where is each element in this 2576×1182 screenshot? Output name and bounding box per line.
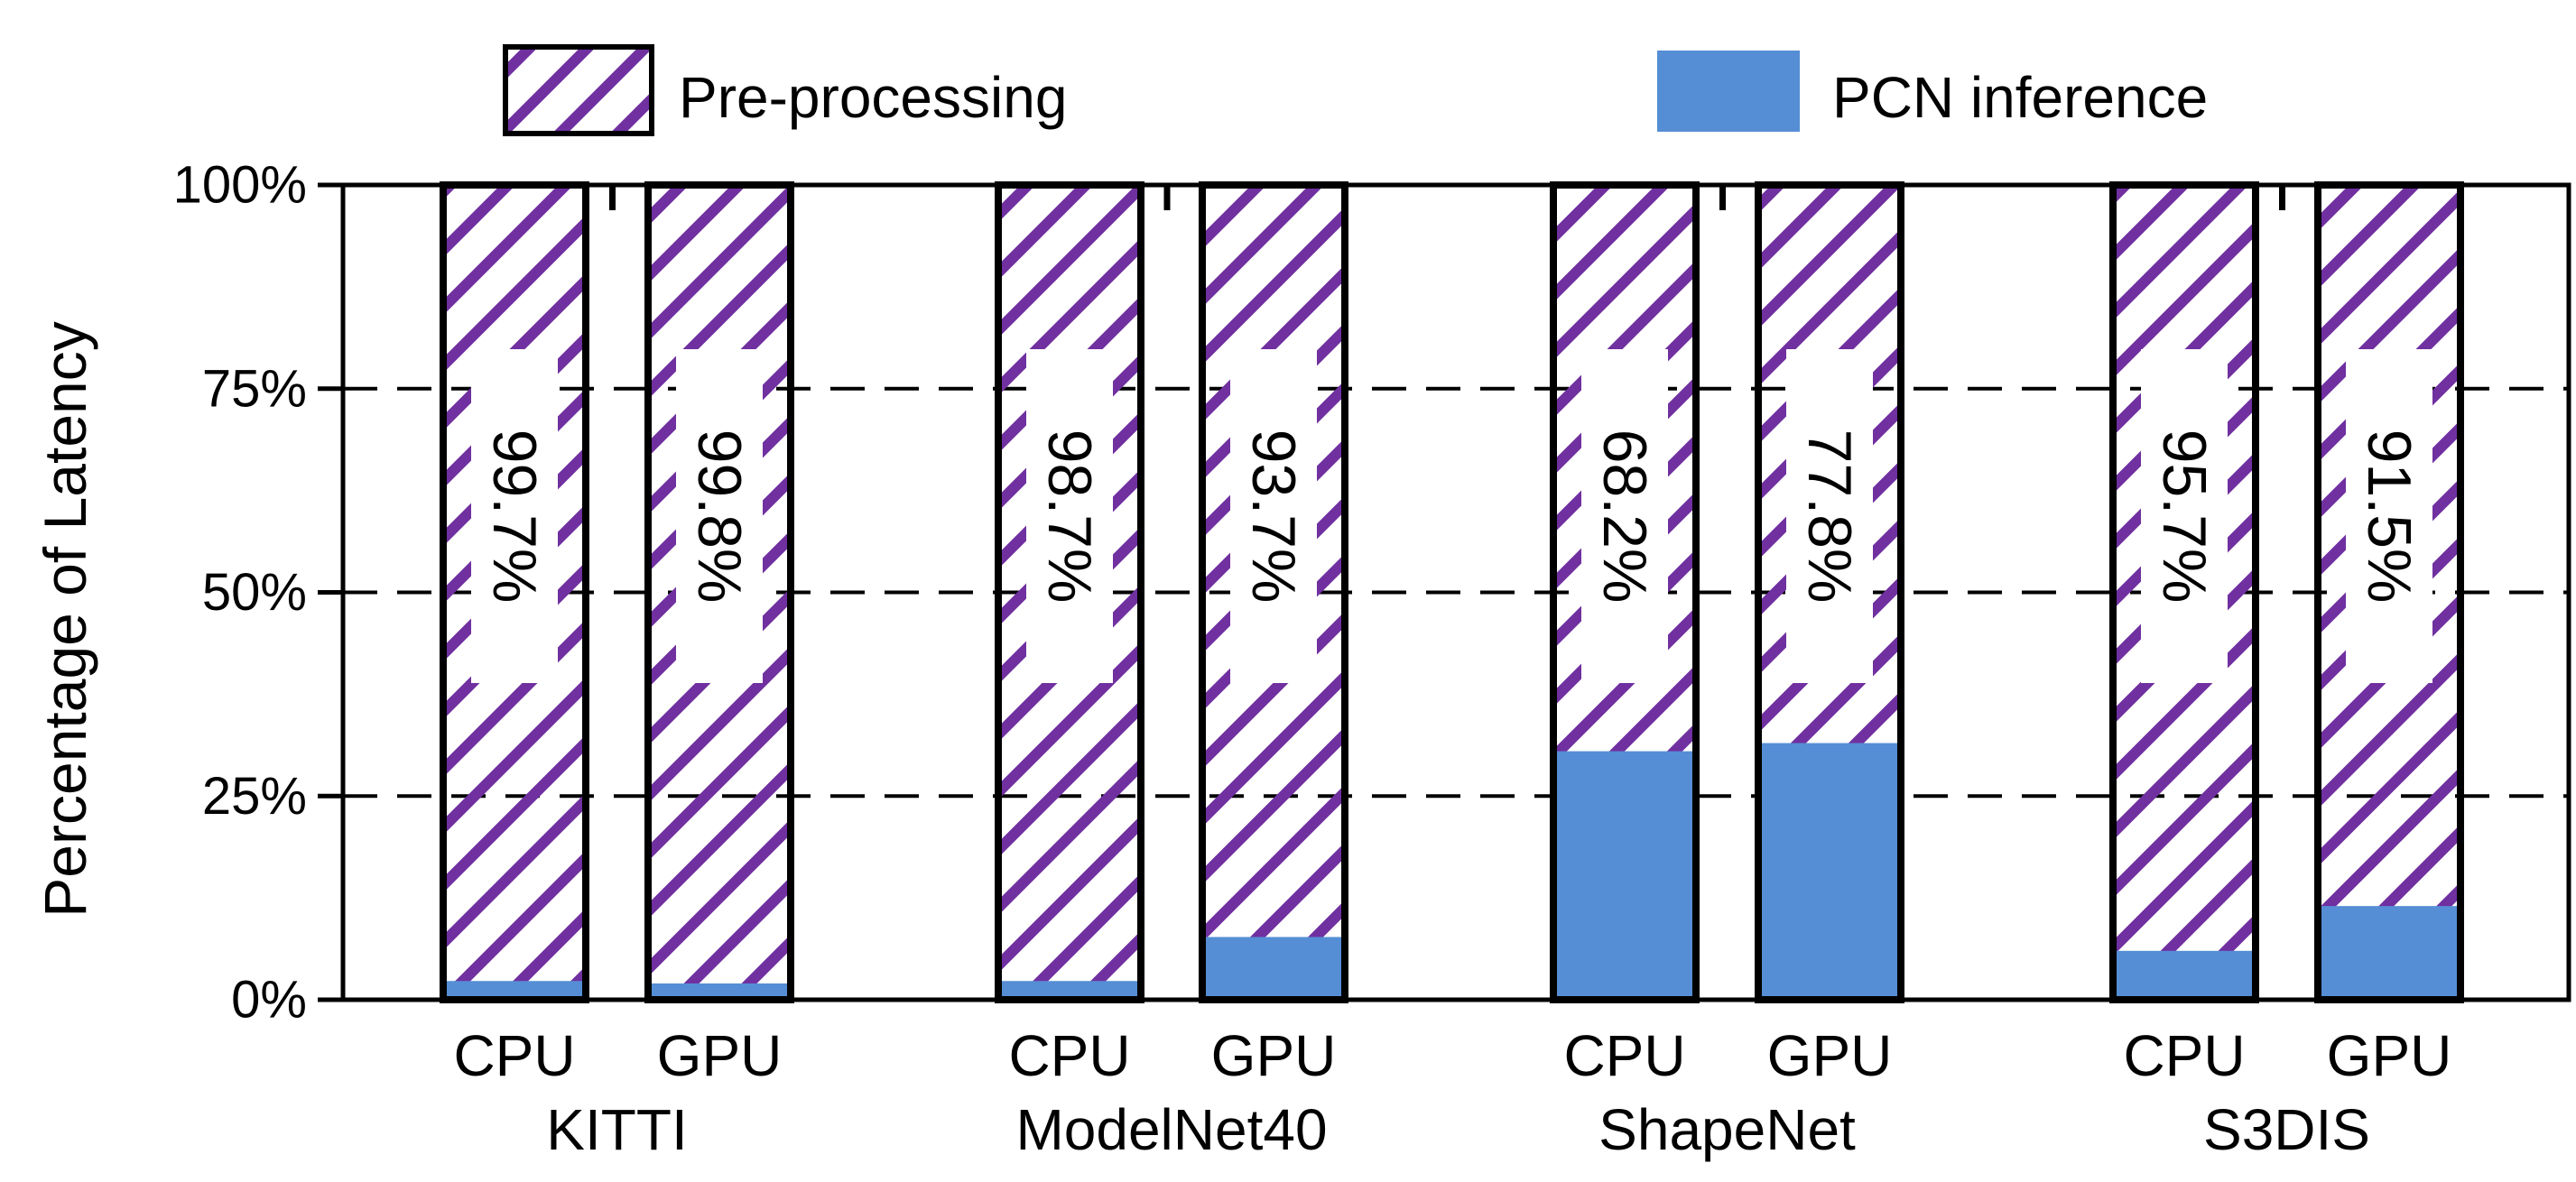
bar-ShapeNet-GPU: 77.8% [1755, 181, 1904, 1003]
bar-label-gpu: GPU [1767, 1023, 1893, 1088]
y-tick-label: 25% [202, 767, 307, 826]
legend-swatch-preprocessing [505, 47, 652, 134]
bar-value-text: 95.7% [2150, 429, 2219, 604]
y-tick-label: 100% [173, 156, 307, 215]
bar-value-label-bg [471, 349, 558, 683]
bar-segment-pcn-inference [1553, 751, 1696, 1000]
bar-value-label-bg [1230, 349, 1317, 683]
bar-ShapeNet-CPU: 68.2% [1550, 181, 1700, 1003]
bar-segment-pcn-inference [2113, 950, 2256, 1000]
y-tick-label: 50% [202, 563, 307, 622]
legend-item-preprocessing: Pre-processing [503, 44, 1067, 136]
bar-S3DIS-CPU: 95.7% [2109, 181, 2259, 1003]
bar-value-text: 93.7% [1239, 429, 1308, 604]
bar-KITTI-GPU: 99.8% [644, 181, 794, 1003]
bar-value-label: 91.5% [2346, 349, 2432, 683]
bar-value-label: 98.7% [1026, 349, 1113, 683]
legend-label-preprocessing: Pre-processing [679, 65, 1067, 130]
bar-value-text: 77.8% [1795, 429, 1864, 604]
bar-label-cpu: CPU [1008, 1023, 1130, 1088]
bar-value-label-bg [2141, 349, 2228, 683]
y-tick-label: 75% [202, 359, 307, 418]
bar-label-gpu: GPU [657, 1023, 783, 1088]
group-label: ModelNet40 [1015, 1097, 1327, 1162]
group-label: KITTI [546, 1097, 687, 1162]
bar-value-text: 99.8% [685, 429, 754, 604]
bar-value-label-bg [1786, 349, 1873, 683]
bar-value-label: 68.2% [1581, 349, 1668, 683]
bar-value-label: 77.8% [1786, 349, 1873, 683]
y-axis: 0% 25% 50% 75% 100% Percentage of Latency [32, 156, 343, 1030]
bar-value-label-bg [676, 349, 763, 683]
bar-label-cpu: CPU [453, 1023, 575, 1088]
group-label: ShapeNet [1598, 1097, 1856, 1162]
x-axis-labels: CPU GPU KITTI CPU GPU ModelNet40 CPU GPU ShapeNe… [453, 1023, 2451, 1162]
legend-swatch-border [503, 44, 654, 136]
bar-value-label-bg [1026, 349, 1113, 683]
bar-S3DIS-GPU: 91.5% [2314, 181, 2464, 1003]
bar-value-text: 68.2% [1590, 429, 1659, 604]
bar-label-gpu: GPU [2327, 1023, 2452, 1088]
bar-value-label-bg [1581, 349, 1668, 683]
legend-label-pcn-inference: PCN inference [1832, 65, 2208, 130]
bar-ModelNet40-CPU: 98.7% [995, 181, 1144, 1003]
y-tick-label: 0% [231, 971, 307, 1030]
bar-value-text: 99.7% [480, 429, 549, 604]
bar-segment-pcn-inference [443, 981, 586, 1000]
bar-label-cpu: CPU [1563, 1023, 1685, 1088]
bar-value-text: 98.7% [1035, 429, 1104, 604]
bar-value-label: 95.7% [2141, 349, 2228, 683]
bar-value-label: 99.7% [471, 349, 558, 683]
bar-segment-pcn-inference [1202, 937, 1345, 1000]
bar-label-cpu: CPU [2123, 1023, 2245, 1088]
bar-segment-pcn-inference [998, 981, 1141, 1000]
bar-label-gpu: GPU [1211, 1023, 1337, 1088]
bar-value-label: 93.7% [1230, 349, 1317, 683]
group-label: S3DIS [2203, 1097, 2370, 1162]
bar-ModelNet40-GPU: 93.7% [1199, 181, 1348, 1003]
bar-value-text: 91.5% [2355, 429, 2423, 604]
bar-value-label-bg [2346, 349, 2432, 683]
y-axis-title: Percentage of Latency [32, 321, 98, 917]
bar-segment-pcn-inference [2318, 906, 2460, 1000]
legend: Pre-processing PCN inference [503, 44, 2208, 136]
bar-value-label: 99.8% [676, 349, 763, 683]
bars-layer: 99.7% 99.8% 98.7% 93.7% 68.2% 77.8% 95.7% 91.5% [440, 181, 2464, 1003]
legend-swatch-pcn-inference [1657, 51, 1800, 132]
bar-segment-pcn-inference [1758, 743, 1901, 1000]
legend-item-pcn-inference: PCN inference [1657, 51, 2208, 132]
bar-segment-pcn-inference [648, 983, 791, 1000]
bar-KITTI-CPU: 99.7% [440, 181, 589, 1003]
